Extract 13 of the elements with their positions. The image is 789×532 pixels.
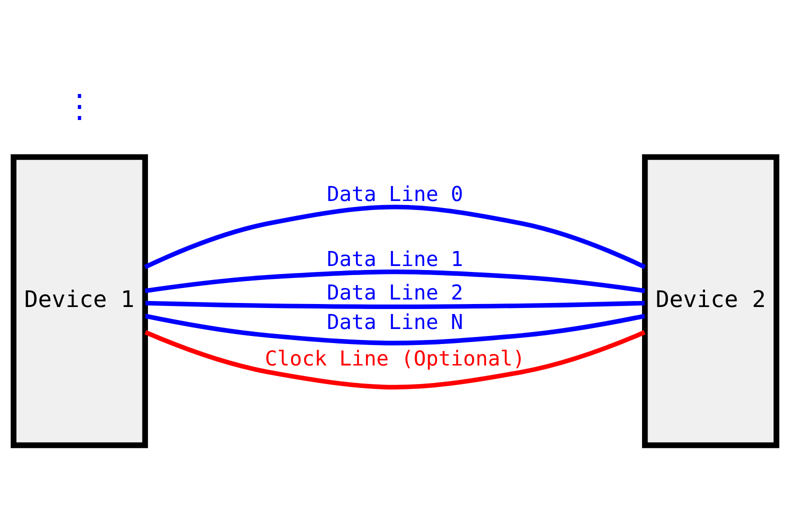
- edge-label: Data Line 1: [326, 247, 463, 272]
- connector: [144, 314, 645, 346]
- connector: [144, 330, 645, 390]
- edge-label: Clock Line (Optional): [264, 346, 525, 371]
- edge-label: Data Line N: [326, 310, 463, 334]
- edge-label: Data Line 0: [326, 182, 463, 206]
- edge-label: Data Line 2: [326, 280, 463, 304]
- node-box: Device 2: [642, 154, 779, 448]
- connector: [144, 204, 646, 270]
- connector: [144, 270, 645, 294]
- connector: [144, 300, 644, 310]
- label: ⋮: [62, 86, 95, 125]
- node-box: Device 1: [10, 154, 148, 448]
